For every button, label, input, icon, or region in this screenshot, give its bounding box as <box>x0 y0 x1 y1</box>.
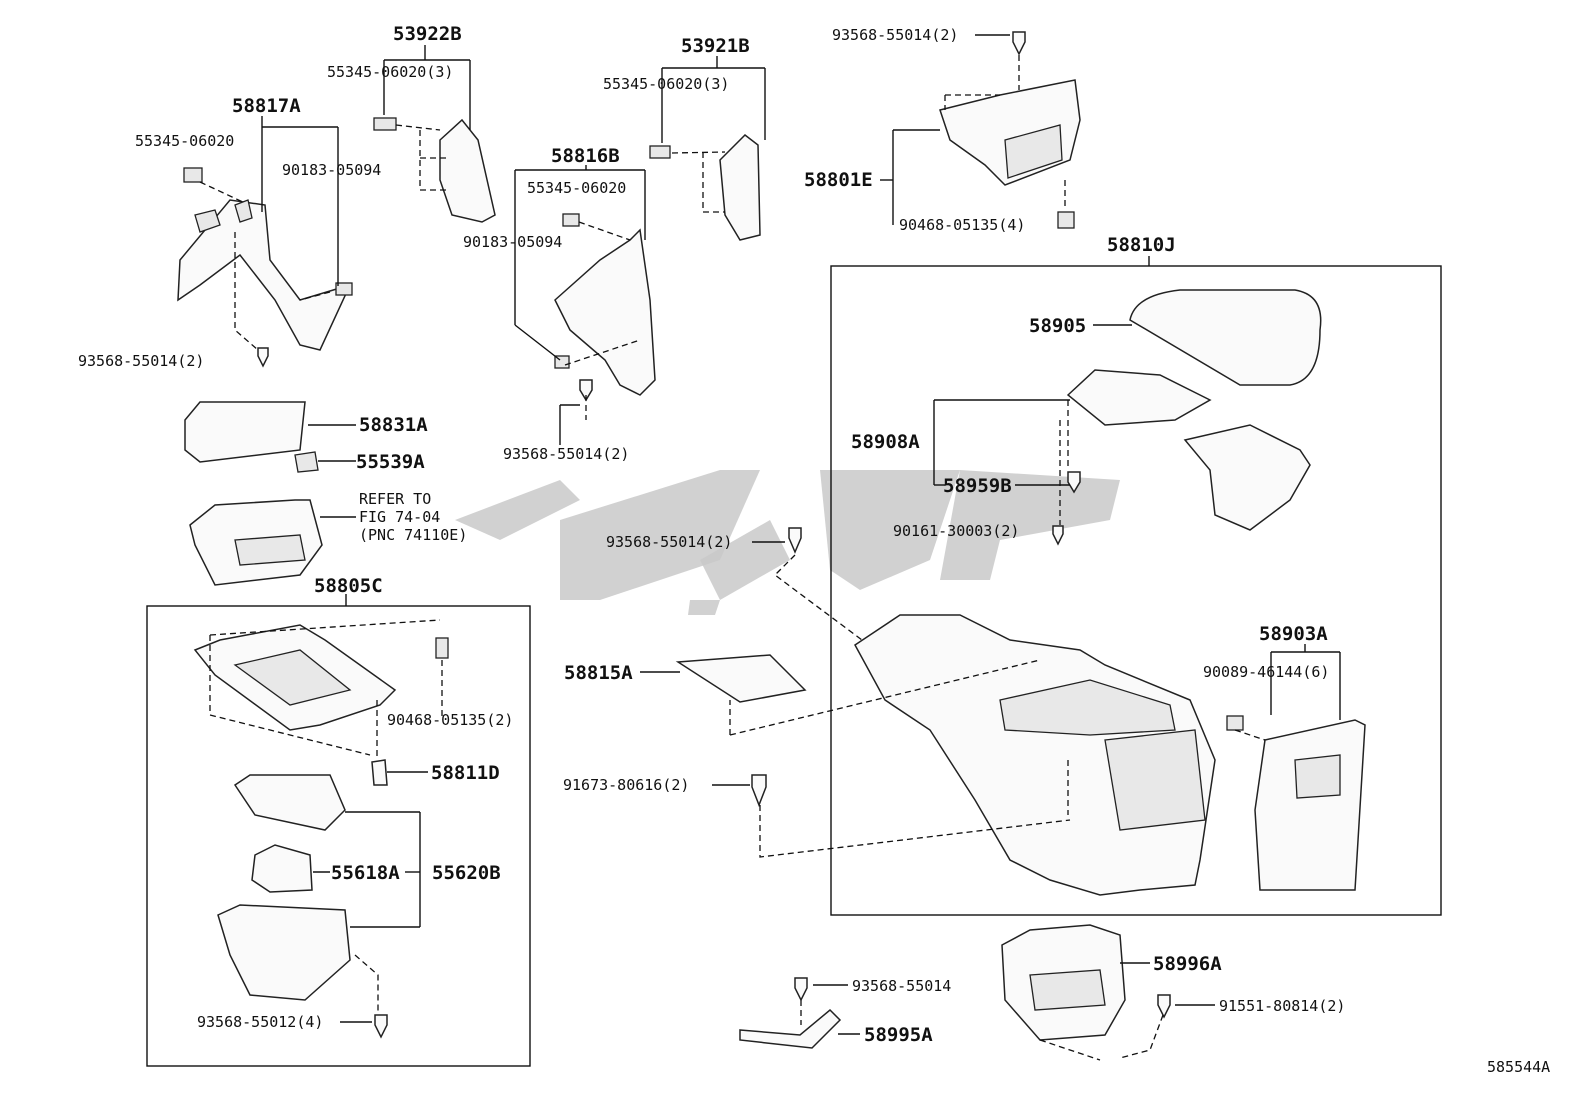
label-93568-d: 93568-55014 <box>852 977 951 995</box>
label-91551: 91551-80814(2) <box>1219 997 1345 1015</box>
part-58805C <box>193 624 449 786</box>
label-58801E: 58801E <box>804 169 873 191</box>
label-58903A: 58903A <box>1259 623 1328 645</box>
label-58995A: 58995A <box>864 1024 933 1046</box>
diagram-code: 585544A <box>1487 1058 1550 1076</box>
label-ref-1: REFER TO <box>359 490 431 508</box>
label-55539A: 55539A <box>356 451 425 473</box>
part-58905 <box>1129 289 1322 386</box>
part-ashtray <box>189 499 323 586</box>
part-53921B <box>649 134 761 241</box>
part-58815A <box>675 527 807 808</box>
label-90183-a: 90183-05094 <box>282 161 381 179</box>
label-58811D: 58811D <box>431 762 500 784</box>
label-53921B: 53921B <box>681 35 750 57</box>
part-58996A <box>1001 924 1171 1041</box>
label-90468-b: 90468-05135(2) <box>387 711 513 729</box>
part-58817A <box>177 167 353 368</box>
part-53922B <box>373 117 496 223</box>
part-55620B <box>217 774 388 1039</box>
box-58805C <box>146 605 531 1067</box>
label-ref-3: (PNC 74110E) <box>359 526 467 544</box>
label-93568-top: 93568-55014(2) <box>832 26 958 44</box>
box-58810J <box>830 265 1442 916</box>
label-90468-a: 90468-05135(4) <box>899 216 1025 234</box>
label-55618A: 55618A <box>331 862 400 884</box>
label-90183-b: 90183-05094 <box>463 233 562 251</box>
label-58908A: 58908A <box>851 431 920 453</box>
label-93568-b: 93568-55014(2) <box>503 445 629 463</box>
label-58816B: 58816B <box>551 145 620 167</box>
part-58801E <box>939 31 1081 229</box>
label-58831A: 58831A <box>359 414 428 436</box>
label-58817A: 58817A <box>232 95 301 117</box>
label-55345-d: 55345-06020 <box>527 179 626 197</box>
label-58815A: 58815A <box>564 662 633 684</box>
label-55620B: 55620B <box>432 862 501 884</box>
part-58816B <box>554 213 656 402</box>
label-93568-a: 93568-55014(2) <box>78 352 204 370</box>
part-58831A <box>184 401 319 473</box>
label-90089: 90089-46144(6) <box>1203 663 1329 681</box>
watermark-logo <box>455 470 1120 615</box>
label-93568-55012: 93568-55012(4) <box>197 1013 323 1031</box>
label-58805C: 58805C <box>314 575 383 597</box>
label-ref-2: FIG 74-04 <box>359 508 440 526</box>
part-58810J-console <box>854 614 1216 896</box>
label-90161: 90161-30003(2) <box>893 522 1019 540</box>
part-58995A <box>739 977 842 1049</box>
label-55345-c: 55345-06020(3) <box>603 75 729 93</box>
label-53922B: 53922B <box>393 23 462 45</box>
label-93568-c: 93568-55014(2) <box>606 533 732 551</box>
label-55345-a: 55345-06020(3) <box>327 63 453 81</box>
part-58903A <box>1226 715 1366 891</box>
label-58905: 58905 <box>1029 315 1086 337</box>
label-55345-b: 55345-06020 <box>135 132 234 150</box>
label-58810J: 58810J <box>1107 234 1176 256</box>
part-58908A <box>1052 369 1311 546</box>
label-58996A: 58996A <box>1153 953 1222 975</box>
label-91673: 91673-80616(2) <box>563 776 689 794</box>
label-58959B: 58959B <box>943 475 1012 497</box>
